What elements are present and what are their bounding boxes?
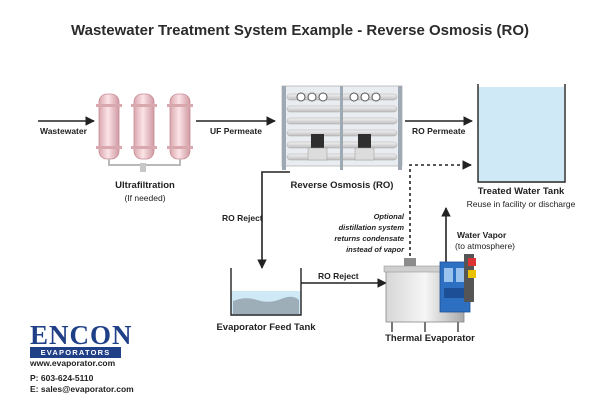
optional-condensate-arrow	[409, 160, 472, 280]
company-email[interactable]: E: sales@evaporator.com	[30, 384, 134, 394]
ro-reject-label-down: RO Reject	[222, 213, 263, 223]
reverse-osmosis-caption: Reverse Osmosis (RO)	[290, 180, 394, 191]
thermal-evaporator	[383, 254, 476, 332]
uf-permeate-label: UF Permeate	[210, 126, 262, 136]
water-vapor-label: Water Vapor	[457, 230, 507, 240]
evaporator-feed-tank	[230, 268, 302, 316]
company-phone: P: 603-624-5110	[30, 373, 94, 383]
ultrafiltration-subcaption: (If needed)	[124, 193, 166, 203]
ro-reject-label-feed: RO Reject	[318, 271, 359, 281]
ro-reject-down-arrow	[257, 171, 290, 269]
optional-note-line: instead of vapor	[346, 245, 404, 254]
company-logo: ENCON	[30, 320, 133, 350]
ultrafiltration-unit	[96, 93, 193, 172]
company-logo-subtitle: EVAPORATORS	[30, 347, 121, 358]
optional-note-line: Optional	[373, 212, 404, 221]
ro-permeate-label: RO Permeate	[412, 126, 466, 136]
ultrafiltration-caption: Ultrafiltration	[115, 180, 175, 191]
wastewater-label: Wastewater	[40, 126, 87, 136]
evaporator-feed-tank-caption: Evaporator Feed Tank	[216, 322, 316, 333]
reverse-osmosis-unit	[281, 85, 403, 170]
optional-note-line: returns condensate	[334, 234, 404, 243]
water-vapor-sublabel: (to atmosphere)	[455, 241, 515, 251]
optional-note-line: distillation system	[338, 223, 404, 232]
thermal-evaporator-caption: Thermal Evaporator	[385, 333, 475, 344]
optional-distillation-note: Optional distillation system returns con…	[318, 211, 404, 255]
treated-water-tank-subcaption: Reuse in facility or discharge	[466, 199, 576, 209]
page-title: Wastewater Treatment System Example - Re…	[71, 22, 529, 39]
company-website[interactable]: www.evaporator.com	[30, 358, 116, 368]
treated-water-tank-caption: Treated Water Tank	[477, 186, 565, 197]
treated-water-tank	[477, 84, 566, 183]
